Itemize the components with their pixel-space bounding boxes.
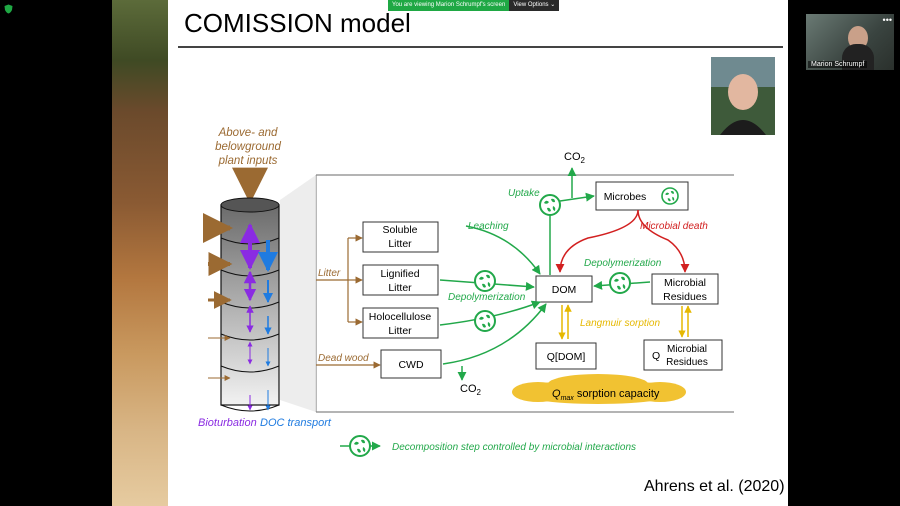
participant-video-tile[interactable]: ••• Marion Schrumpf: [806, 14, 894, 70]
leaching-arrow: [465, 225, 541, 275]
presentation-slide: COMISSION model: [168, 0, 788, 506]
screen-share-banner: You are viewing Marion Schrumpf's screen…: [388, 0, 560, 11]
svg-text:Litter: Litter: [388, 325, 412, 337]
depolymerization-right-label: Depolymerization: [584, 258, 662, 269]
death-arrow-dom: [555, 209, 639, 273]
bioturbation-label: Bioturbation: [198, 417, 257, 429]
co2-top-label: CO2: [564, 151, 586, 165]
microbial-residues-box: Microbial Residues: [651, 273, 719, 305]
svg-text:Microbial: Microbial: [667, 344, 707, 355]
svg-text:Litter: Litter: [388, 238, 412, 250]
langmuir-sorption-label: Langmuir sorption: [580, 318, 660, 329]
death-arrow-residues: [637, 209, 690, 273]
uptake-label: Uptake: [508, 188, 540, 199]
shield-icon: [4, 4, 13, 14]
svg-text:Qmax sorption capacity: Qmax sorption capacity: [552, 388, 660, 402]
cwd-box: CWD: [380, 349, 442, 379]
citation: Ahrens et al. (2020): [644, 478, 785, 495]
plant-inputs-label-1: Above- and: [218, 127, 278, 139]
svg-text:Lignified: Lignified: [380, 268, 419, 280]
co2-bottom-label: CO2: [460, 383, 482, 397]
svg-text:Residues: Residues: [666, 357, 708, 368]
svg-text:DOM: DOM: [552, 284, 577, 296]
svg-text:Decomposition step controlled: Decomposition step controlled by microbi…: [392, 442, 636, 453]
svg-text:Soluble: Soluble: [382, 224, 417, 236]
microbial-death-label: Microbial death: [640, 221, 708, 232]
more-options-icon[interactable]: •••: [882, 15, 892, 25]
litter-label: Litter: [318, 268, 341, 279]
microbes-box: Microbes: [595, 181, 689, 211]
svg-text:Q: Q: [652, 350, 660, 362]
svg-text:Microbial: Microbial: [664, 277, 706, 289]
svg-text:Holocellulose: Holocellulose: [369, 311, 432, 323]
plant-inputs-label-3: plant inputs: [218, 155, 278, 167]
plant-inputs-label-2: belowground: [215, 141, 281, 153]
view-options-button[interactable]: View Options ⌄: [509, 0, 560, 11]
svg-text:Microbes: Microbes: [604, 191, 647, 203]
soil-column: [203, 197, 280, 412]
leaching-label: Leaching: [468, 221, 509, 232]
q-residues-box: Q Microbial Residues: [643, 339, 723, 371]
comission-model-diagram: Above- and belowground plant inputs: [198, 57, 775, 457]
svg-text:Q[DOM]: Q[DOM]: [547, 351, 586, 363]
holocellulose-litter-box: Holocellulose Litter: [362, 307, 439, 339]
presenter-photo: [711, 57, 775, 135]
depolymerization-left-label: Depolymerization: [448, 292, 526, 303]
screen-share-message: You are viewing Marion Schrumpf's screen: [388, 0, 510, 11]
dead-wood-label: Dead wood: [318, 353, 369, 364]
dom-box: DOM: [535, 275, 593, 303]
svg-text:Litter: Litter: [388, 282, 412, 294]
participant-name: Marion Schrumpf: [808, 61, 868, 68]
sorption-capacity-cloud: Qmax sorption capacity: [512, 374, 686, 404]
diagram-legend: Decomposition step controlled by microbi…: [340, 435, 636, 457]
svg-text:Residues: Residues: [663, 291, 707, 303]
q-dom-box: Q[DOM]: [535, 342, 597, 370]
doc-transport-label: DOC transport: [260, 417, 332, 429]
lignified-litter-box: Lignified Litter: [362, 264, 439, 296]
svg-text:CWD: CWD: [398, 359, 423, 371]
soluble-litter-box: Soluble Litter: [362, 221, 439, 253]
title-divider: [178, 46, 783, 48]
slide-title: COMISSION model: [184, 8, 411, 38]
soil-profile-photo: [112, 0, 168, 506]
